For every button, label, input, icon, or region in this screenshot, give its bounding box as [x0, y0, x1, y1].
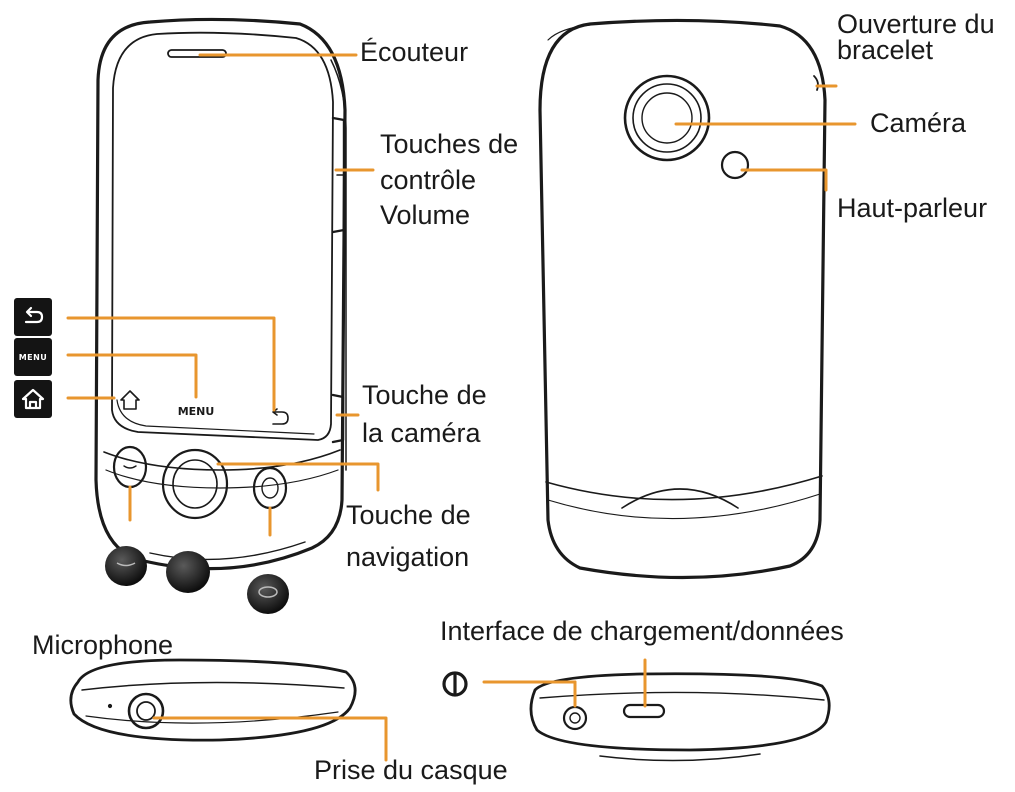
headset-jack-outer: [127, 692, 165, 730]
call-button: [112, 445, 148, 489]
screen-home-glyph: [120, 390, 140, 410]
label-volume-line2: contrôle: [380, 164, 477, 195]
label-navigation: Touche de navigation: [346, 495, 471, 579]
power-button-outer: [562, 705, 588, 731]
navigation-ball: [166, 551, 210, 593]
label-microphone: Microphone: [32, 630, 174, 660]
label-touche-camera-line1: Touche de: [362, 380, 487, 410]
menu-key-label: MENU: [18, 352, 48, 362]
leader-lines: [66, 53, 857, 762]
leader-back: [66, 316, 276, 412]
strap-hole: [813, 75, 819, 91]
menu-key-icon: MENU: [14, 338, 52, 376]
power-icon: [440, 669, 470, 699]
label-ouverture-line2: bracelet: [837, 34, 934, 65]
label-volume-line1: Touches de: [380, 129, 519, 159]
label-camera: Caméra: [870, 108, 967, 138]
camera-lens-outer: [623, 74, 711, 162]
power-button-inner: [569, 712, 581, 724]
microphone-hole: [107, 703, 113, 709]
top-edge-view: [69, 658, 357, 742]
end-button-ball: [247, 574, 289, 614]
back-key-icon: [14, 298, 52, 336]
bottom-edge-outline: [529, 672, 831, 752]
label-interface: Interface de chargement/données: [440, 616, 844, 646]
screen-menu-label: MENU: [178, 405, 215, 418]
end-button: [252, 466, 288, 510]
label-touche-camera: Touche de la caméra: [362, 377, 487, 453]
label-navigation-line2: navigation: [346, 541, 470, 572]
leader-prise: [152, 716, 388, 762]
headset-jack-inner: [136, 701, 156, 721]
navigation-ring-outer: [161, 448, 229, 520]
camera-lens-middle: [632, 83, 702, 153]
front-screen: [116, 399, 315, 435]
camera-lens-inner: [641, 92, 693, 144]
back-view: [538, 18, 827, 580]
label-prise-casque: Prise du casque: [314, 755, 508, 785]
front-lower-panel: [103, 449, 341, 471]
leader-navigation: [216, 462, 380, 492]
screen-back-glyph: [272, 408, 289, 425]
camera-key: [331, 393, 345, 444]
back-battery-cover-line: [545, 475, 823, 501]
front-body-outline: [94, 17, 347, 571]
leader-menu: [66, 353, 198, 399]
back-cover-notch: [621, 488, 739, 509]
back-arrow-icon: [24, 306, 44, 324]
label-navigation-line1: Touche de: [346, 500, 471, 530]
front-view: [94, 17, 347, 571]
label-ouverture-bracelet: Ouverture du bracelet: [837, 9, 995, 65]
front-bezel: [111, 31, 334, 441]
back-body-outline: [538, 18, 827, 580]
label-ecouteur: Écouteur: [360, 37, 469, 67]
label-haut-parleur: Haut-parleur: [837, 193, 988, 223]
bottom-edge-view: [529, 672, 831, 762]
top-edge-outline: [69, 658, 357, 742]
label-volume-line3: Volume: [380, 200, 471, 231]
label-ouverture-line1: Ouverture du: [837, 9, 995, 39]
navigation-ring-inner: [172, 459, 218, 509]
label-volume: Touches de contrôle Volume: [380, 127, 518, 234]
home-icon: [21, 388, 45, 410]
home-key-icon: [14, 380, 52, 418]
label-touche-camera-line2: la caméra: [362, 417, 481, 448]
button-balls: [105, 546, 289, 614]
leader-haut-parleur: [740, 168, 828, 192]
back-speaker: [720, 150, 750, 180]
